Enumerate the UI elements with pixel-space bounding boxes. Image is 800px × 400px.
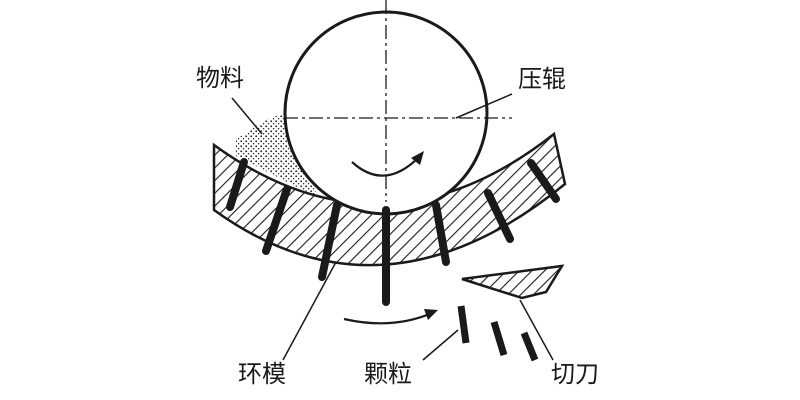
roller-rotation-arrow-icon xyxy=(351,151,424,177)
die-holes xyxy=(226,158,560,306)
leader-ring-die xyxy=(282,261,337,361)
leader-pellets xyxy=(422,329,459,361)
die-hole xyxy=(226,158,248,211)
ring-die xyxy=(212,131,567,267)
pellet xyxy=(490,320,508,357)
die-hole xyxy=(432,201,450,266)
label-ring-die: 环模 xyxy=(238,360,286,388)
pellet xyxy=(457,305,470,344)
leader-material xyxy=(231,97,263,135)
die-hole xyxy=(484,189,514,243)
leader-lines xyxy=(231,93,554,361)
label-roller: 压辊 xyxy=(518,65,566,93)
leader-cutter xyxy=(519,299,554,361)
die-hole xyxy=(318,201,341,281)
pellet xyxy=(520,331,539,362)
label-material: 物料 xyxy=(196,64,244,92)
pellets xyxy=(457,305,539,362)
roller-centerlines xyxy=(284,0,512,202)
die-hole xyxy=(527,159,560,203)
cutter-knife xyxy=(461,264,565,300)
die-hole xyxy=(262,185,291,255)
leader-roller xyxy=(455,93,513,119)
die-rotation-arrow-icon xyxy=(343,309,438,325)
label-cutter: 切刀 xyxy=(551,360,599,388)
label-pellets: 颗粒 xyxy=(364,360,412,388)
